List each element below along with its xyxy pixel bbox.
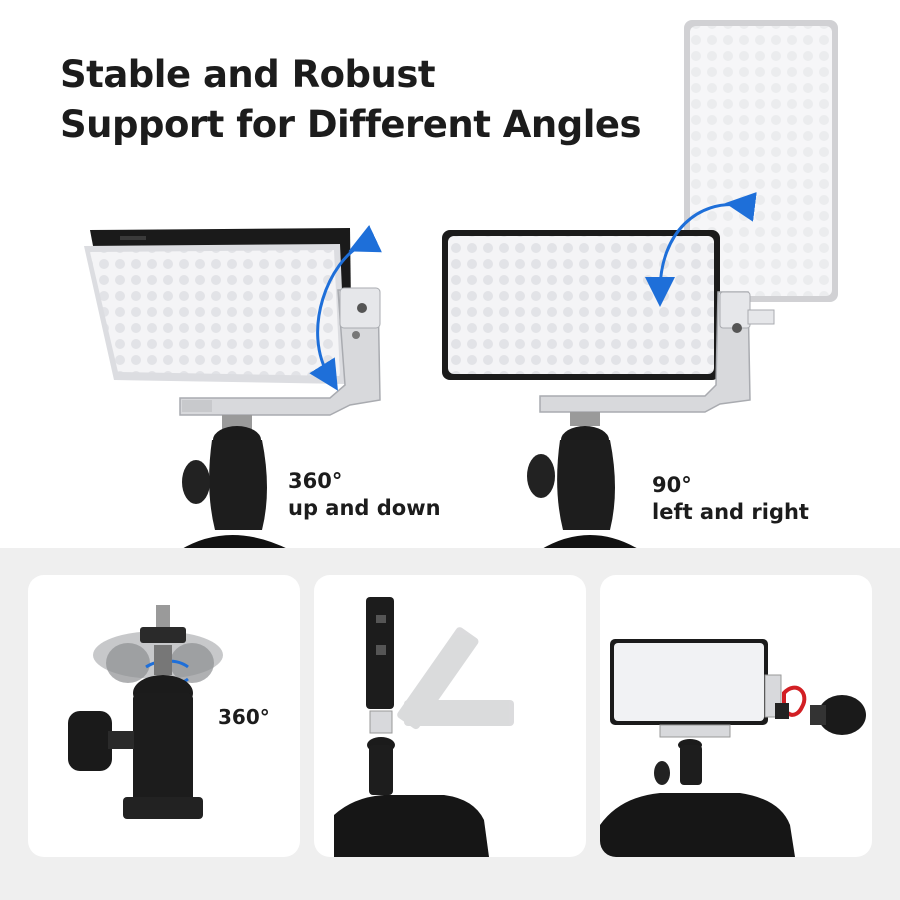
- camera-rig-illustration: [600, 639, 866, 857]
- caption-left-text: up and down: [288, 496, 441, 520]
- headline: Stable and Robust Support for Different …: [60, 50, 642, 150]
- caption-left: 360° up and down: [288, 468, 441, 522]
- light-right-landscape: [442, 230, 720, 380]
- light-left-tilted: [84, 228, 352, 384]
- ball-head-illustration: [68, 605, 223, 819]
- card-rotation-mount: [314, 575, 586, 857]
- caption-right-angle: 90°: [652, 473, 692, 497]
- headline-line-2: Support for Different Angles: [60, 103, 642, 146]
- product-scene-top: [84, 20, 838, 550]
- caption-right-text: left and right: [652, 500, 809, 524]
- ball-head-left: [180, 415, 290, 550]
- card-camera-rig: [600, 575, 872, 857]
- caption-left-angle: 360°: [288, 469, 343, 493]
- rotation-mount-illustration: [334, 597, 514, 857]
- card-ball-head: 360°: [28, 575, 300, 857]
- headline-line-1: Stable and Robust: [60, 53, 436, 96]
- caption-right: 90° left and right: [652, 472, 809, 526]
- card-ball-head-label: 360°: [218, 705, 270, 729]
- ball-head-right: [527, 412, 640, 550]
- rotate-arrow-right: [645, 191, 757, 307]
- rotate-arrow-left: [309, 225, 382, 391]
